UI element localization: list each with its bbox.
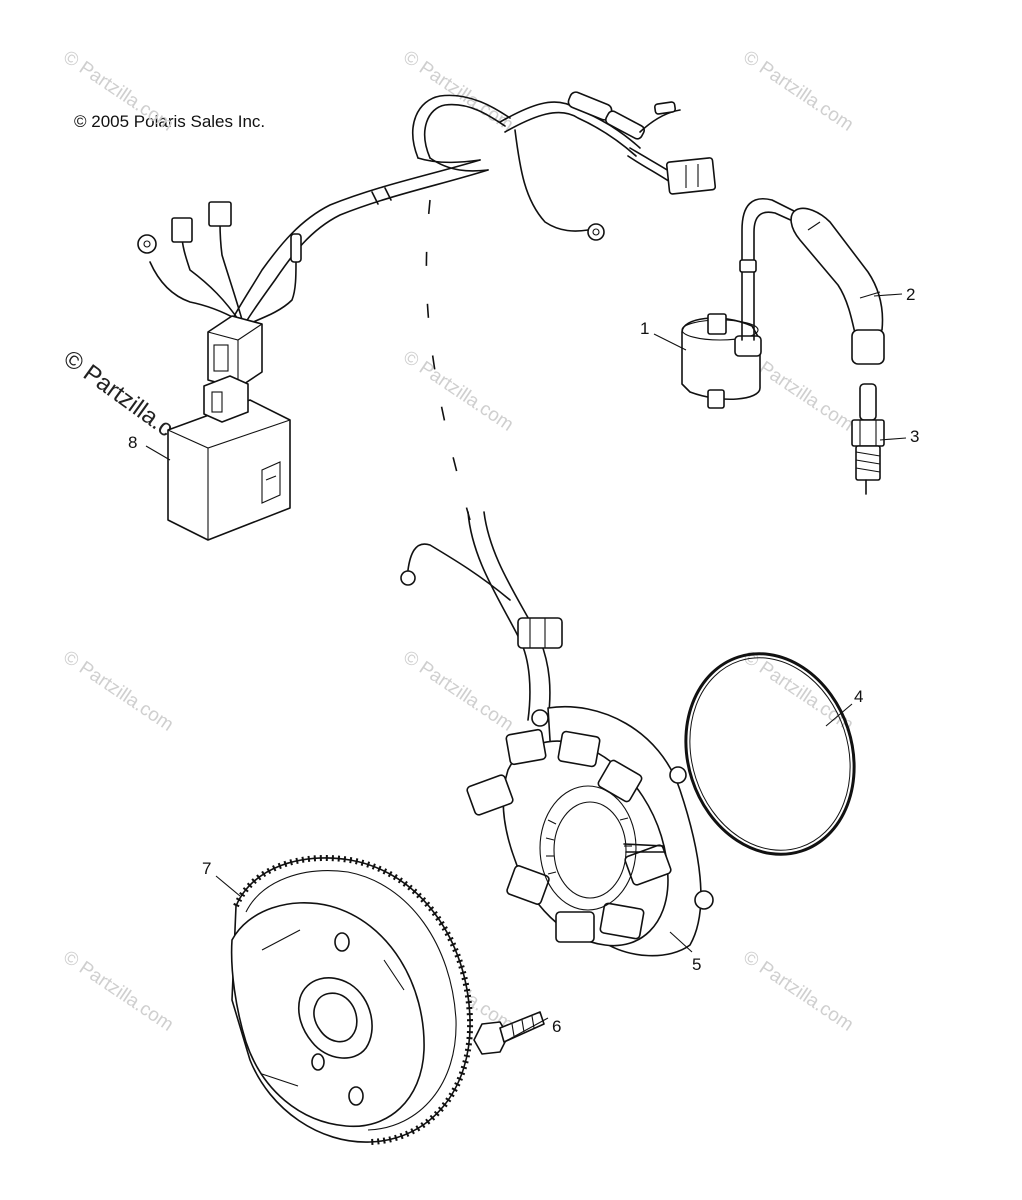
ignition-coil-icon <box>681 198 801 409</box>
o-ring-icon <box>684 652 856 856</box>
callout-5: 5 <box>692 955 701 974</box>
callout-2: 2 <box>906 285 915 304</box>
flywheel-icon <box>230 854 474 1145</box>
spark-plug-icon <box>851 383 885 495</box>
callout-1-leader <box>653 333 687 351</box>
spark-plug-cap-icon <box>790 207 885 365</box>
copyright-text: © 2005 Polaris Sales Inc. <box>74 112 266 131</box>
watermark: © Partzilla.com <box>739 947 857 1036</box>
watermark: © Partzilla.com <box>59 947 177 1036</box>
callout-2-leader <box>873 293 903 297</box>
watermark: © Partzilla.com <box>399 647 517 736</box>
cdi-box-icon <box>167 375 291 541</box>
callout-4: 4 <box>854 687 863 706</box>
callout-3-leader <box>879 437 907 441</box>
callouts: 1 2 3 4 5 6 7 8 <box>128 285 919 1043</box>
callout-5-leader <box>669 931 693 953</box>
callout-3: 3 <box>910 427 919 446</box>
watermark: © Partzilla.com <box>739 47 857 136</box>
bolt-icon <box>473 1011 545 1055</box>
callout-7: 7 <box>202 859 211 878</box>
leader-dashed <box>425 199 471 521</box>
callout-4-leader <box>825 703 853 727</box>
stator-icon <box>400 511 714 957</box>
callout-6-leader <box>503 1017 549 1043</box>
watermark: © Partzilla.com <box>399 347 517 436</box>
wiring-harness-icon <box>137 91 717 389</box>
watermark: © Partzilla.com <box>59 647 177 736</box>
watermark-layer: © Partzilla.com © Partzilla.com © Partzi… <box>58 47 857 1036</box>
watermark: © Partzilla.com <box>739 647 857 736</box>
callout-8: 8 <box>128 433 137 452</box>
callout-1: 1 <box>640 319 649 338</box>
callout-6: 6 <box>552 1017 561 1036</box>
callout-8-leader <box>145 445 171 461</box>
watermark: © Partzilla.com <box>59 47 177 136</box>
callout-7-leader <box>215 875 241 897</box>
